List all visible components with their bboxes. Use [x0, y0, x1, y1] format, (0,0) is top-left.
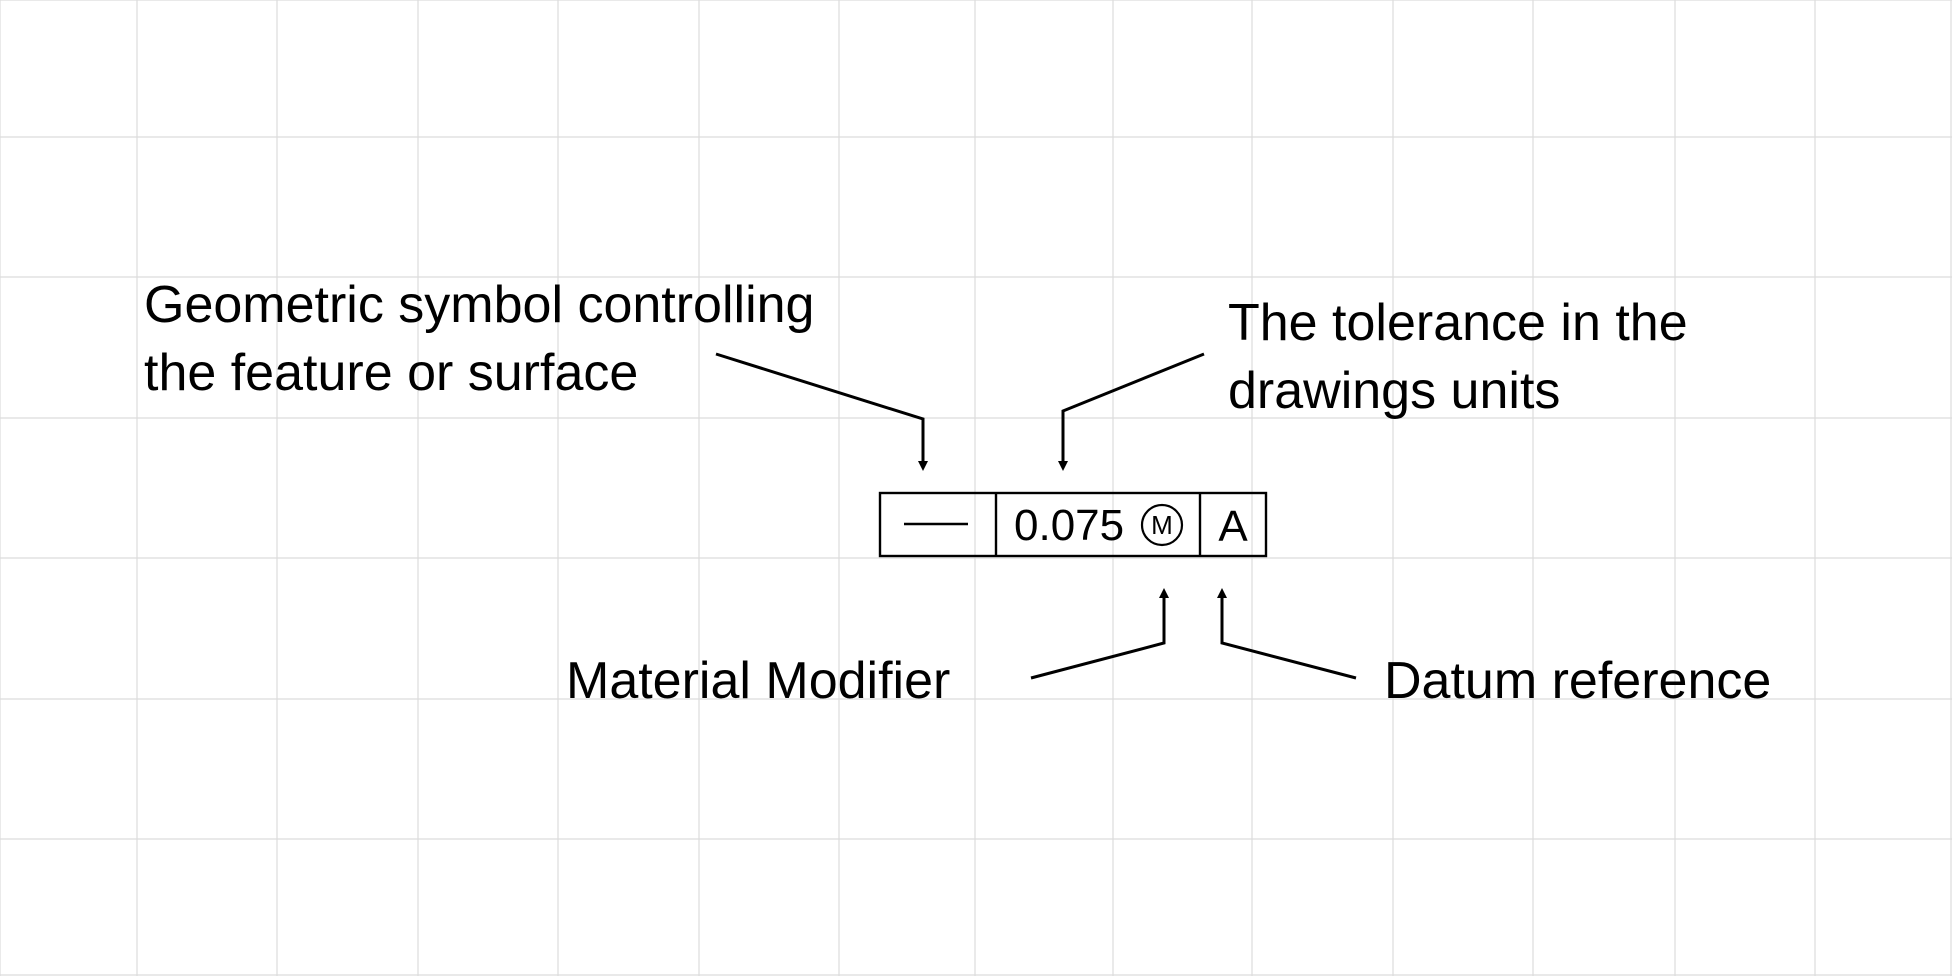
- material-modifier-leader-arrow: [1030, 588, 1169, 680]
- material-modifier-label: Material Modifier: [566, 652, 950, 710]
- material-modifier-letter: M: [1151, 510, 1173, 540]
- frame-outline: [878, 491, 1268, 558]
- tolerance-label-line2: drawings units: [1228, 362, 1560, 420]
- geometric-symbol-label-line1: Geometric symbol controlling: [144, 276, 814, 334]
- tolerance-value: 0.075: [1014, 501, 1124, 550]
- feature-control-frame: 0.075 M A: [878, 491, 1268, 558]
- datum-leader-arrow: [1217, 588, 1357, 680]
- tolerance-label-line1: The tolerance in the: [1228, 294, 1688, 352]
- tolerance-leader-arrow: [1058, 352, 1205, 471]
- datum-letter: A: [1218, 502, 1248, 551]
- datum-reference-label: Datum reference: [1384, 652, 1771, 710]
- geometric-symbol-label-line2: the feature or surface: [144, 344, 638, 402]
- geometric-symbol-leader-arrow: [715, 352, 928, 471]
- material-modifier-circle-icon: [1140, 503, 1184, 547]
